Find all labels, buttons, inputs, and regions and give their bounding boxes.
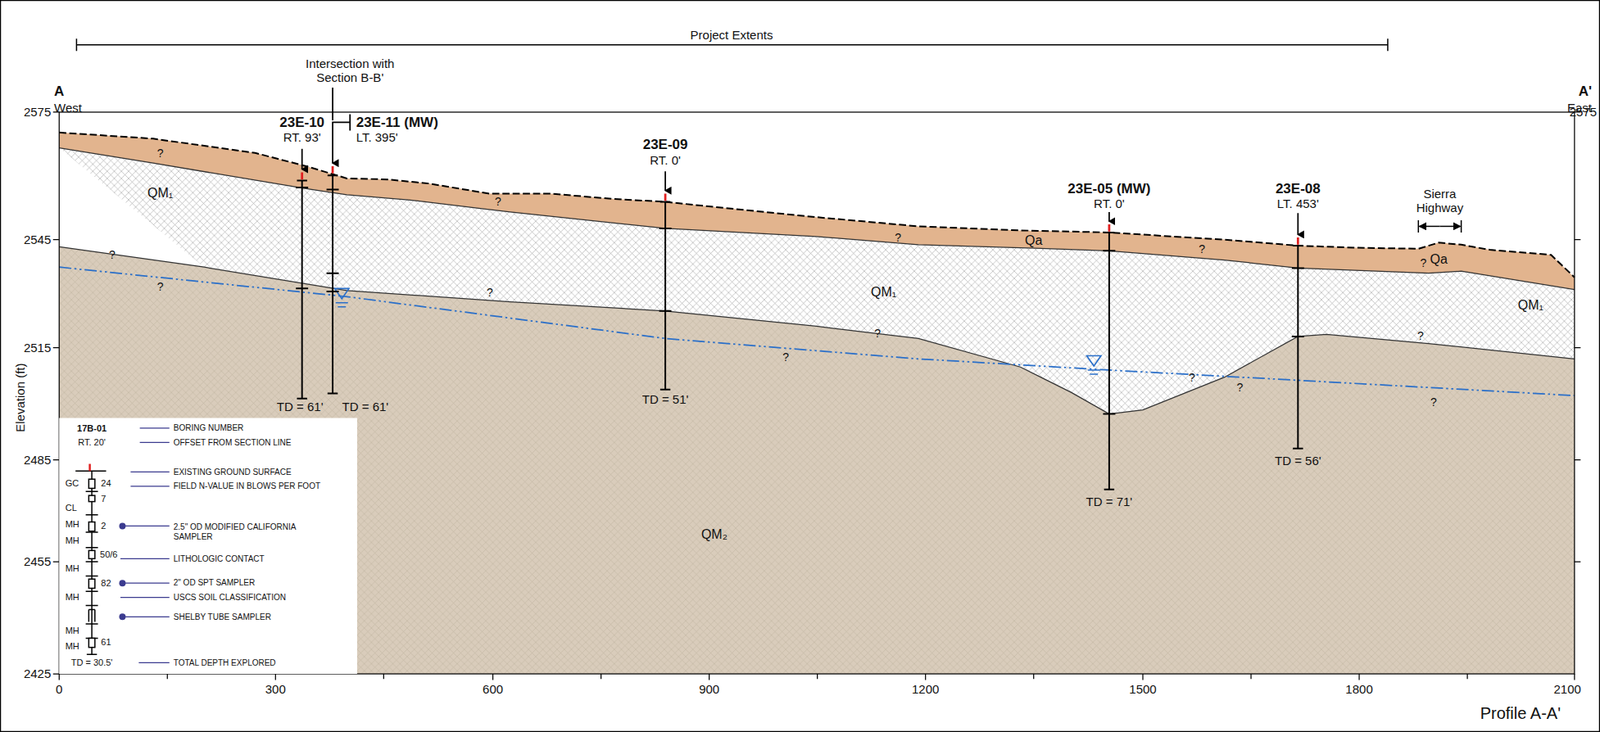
section-label: 600: [482, 682, 504, 697]
section-label: Sierra Highway: [1410, 186, 1469, 216]
legend-entry: SHELBY TUBE SAMPLER: [173, 612, 272, 623]
section-label: 23E-08: [1275, 181, 1321, 198]
section-label: MH: [65, 535, 80, 547]
section-label: 1500: [1128, 682, 1156, 697]
legend-entry: TOTAL DEPTH EXPLORED: [173, 658, 277, 669]
section-label: 1200: [911, 682, 939, 697]
section-label: 23E-11 (MW): [356, 114, 439, 132]
section-label: ?: [486, 285, 494, 300]
section-label: 82: [100, 578, 111, 590]
section-label: A: [54, 83, 64, 100]
section-label: QM₁: [870, 285, 897, 300]
section-label: TD = 30.5': [71, 657, 114, 669]
section-label: 0: [55, 682, 63, 697]
section-label: TD = 56': [1274, 453, 1322, 468]
section-label: Qa: [1024, 233, 1043, 249]
section-label: MH: [65, 519, 80, 531]
legend-entry: BORING NUMBER: [173, 423, 245, 434]
legend-entry: OFFSET FROM SECTION LINE: [173, 438, 292, 449]
section-label: Elevation (ft): [13, 362, 28, 432]
section-label: 2485: [23, 453, 51, 467]
profile-caption: Profile A-A': [1480, 704, 1561, 724]
section-label: RT. 0': [649, 153, 681, 168]
section-label: ?: [782, 350, 789, 364]
section-label: ?: [157, 146, 164, 160]
section-label: 23E-05 (MW): [1067, 181, 1151, 198]
section-label: ?: [1236, 380, 1243, 395]
legend-entry: 2.5" OD MODIFIED CALIFORNIA SAMPLER: [173, 522, 330, 542]
section-label: ?: [157, 280, 164, 294]
section-label: TD = 71': [1086, 494, 1134, 509]
legend-entry: 2" OD SPT SAMPLER: [173, 578, 256, 589]
section-label: ?: [1420, 256, 1428, 270]
legend-entry: FIELD N-VALUE IN BLOWS PER FOOT: [173, 481, 321, 492]
section-label: A': [1578, 83, 1592, 100]
section-label: 2100: [1553, 682, 1581, 697]
section-label: ?: [874, 326, 881, 340]
section-label: QM₁: [1518, 298, 1544, 313]
section-label: 1800: [1345, 682, 1373, 697]
section-label: 900: [698, 682, 720, 697]
section-label: Project Extents: [690, 27, 774, 42]
section-label: 23E-10: [279, 114, 325, 132]
section-label: West: [54, 100, 82, 115]
section-label: ?: [1417, 329, 1424, 343]
section-label: QM₂: [701, 527, 728, 543]
section-label: RT. 0': [1093, 196, 1125, 211]
section-label: 300: [265, 682, 286, 697]
section-label: TD = 61': [276, 399, 324, 414]
section-label: Qa: [1430, 252, 1448, 268]
section-label: 24: [100, 478, 111, 490]
section-label: 2515: [23, 340, 51, 355]
section-label: 2545: [23, 232, 51, 247]
section-label: ?: [894, 231, 902, 245]
section-label: ?: [494, 194, 502, 209]
section-label: TD = 61': [342, 399, 390, 414]
section-label: CL: [65, 503, 78, 514]
section-label: 2425: [23, 666, 51, 681]
section-label: Intersection with Section B-B': [288, 56, 412, 86]
legend-entry: USCS SOIL CLASSIFICATION: [173, 593, 286, 603]
section-label: 50/6: [99, 549, 118, 561]
section-label: GC: [65, 478, 80, 490]
section-label: 2: [100, 521, 106, 532]
section-label: MH: [65, 563, 80, 575]
section-label: MH: [65, 641, 80, 653]
section-label: 2575: [1569, 104, 1597, 119]
section-label: TD = 51': [642, 392, 689, 407]
section-label: LT. 395': [356, 130, 399, 145]
section-label: 2455: [23, 554, 51, 569]
section-label: ?: [1188, 371, 1196, 385]
section-label: ?: [108, 248, 116, 262]
section-label: ?: [1198, 242, 1206, 256]
section-label: 17B-01: [77, 423, 107, 435]
section-label: 7: [100, 494, 106, 505]
section-label: RT. 93': [283, 130, 322, 145]
section-label: MH: [65, 592, 80, 603]
section-label: 23E-09: [643, 136, 689, 154]
section-label: ?: [1430, 395, 1437, 409]
legend-entry: EXISTING GROUND SURFACE: [173, 467, 292, 478]
section-label: MH: [65, 625, 80, 637]
legend-entry: LITHOLOGIC CONTACT: [173, 554, 265, 565]
section-label: 2575: [23, 104, 51, 119]
section-label: RT. 20': [77, 437, 106, 449]
section-label: LT. 453': [1277, 196, 1319, 211]
section-label: QM₁: [147, 185, 173, 201]
section-label: 61: [100, 637, 111, 649]
